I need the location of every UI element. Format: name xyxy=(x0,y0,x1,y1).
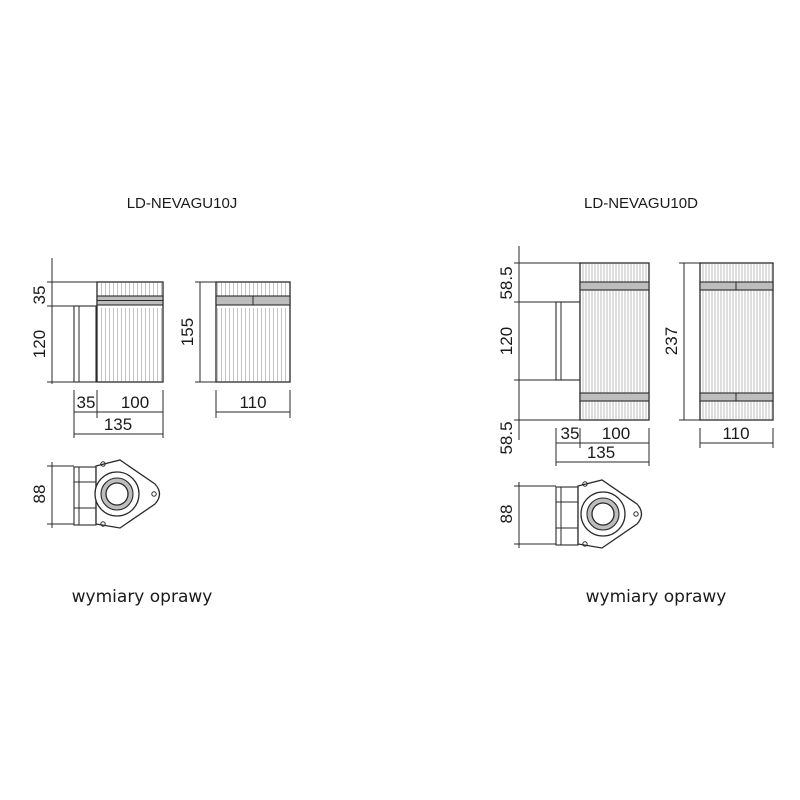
left-dim-side-width: 110 xyxy=(239,393,266,412)
left-plan-view xyxy=(73,459,161,529)
right-dim-overall-width: 135 xyxy=(587,443,615,462)
left-plan-plate xyxy=(73,466,97,526)
left-dim-mount-depth: 35 xyxy=(77,393,96,412)
right-model-title: LD-NEVAGU10D xyxy=(584,195,698,212)
right-bottom-glass-band xyxy=(579,392,650,402)
right-dim-body-width: 100 xyxy=(602,424,630,443)
right-dimensions: 58.5 120 58.5 237 35 100 135 110 88 xyxy=(497,246,774,548)
right-dim-bottom: 58.5 xyxy=(497,421,516,454)
right-dim-middle: 120 xyxy=(497,327,516,355)
right-top-glass-band xyxy=(579,281,650,291)
left-dim-total-height: 155 xyxy=(178,318,197,346)
left-dim-overall-width: 135 xyxy=(104,415,132,434)
left-caption: wymiary oprawy xyxy=(72,587,213,607)
left-model-title: LD-NEVAGU10J xyxy=(127,195,238,212)
right-dim-side-width: 110 xyxy=(722,424,749,443)
right-front-view xyxy=(555,262,650,421)
right-drawing: LD-NEVAGU10D xyxy=(497,195,774,607)
right-plan-view xyxy=(555,479,643,549)
left-body-ribs xyxy=(98,308,162,381)
left-mount-plate xyxy=(73,305,97,383)
left-side-view xyxy=(215,281,291,383)
right-caption: wymiary oprawy xyxy=(586,587,727,607)
right-side-view xyxy=(699,262,774,421)
left-dim-top: 35 xyxy=(30,286,49,305)
left-dim-body-width: 100 xyxy=(121,393,149,412)
right-plan-plate xyxy=(555,486,579,546)
left-dimensions: 35 120 155 35 100 135 110 88 xyxy=(30,258,291,528)
left-dim-plan-depth: 88 xyxy=(30,485,49,504)
right-dim-top: 58.5 xyxy=(497,266,516,299)
right-dim-plan-depth: 88 xyxy=(497,505,516,524)
right-dim-mount-depth: 35 xyxy=(561,424,580,443)
left-drawing: LD-NEVAGU10J xyxy=(30,195,291,607)
right-dim-total-height: 237 xyxy=(662,327,681,355)
left-dim-middle: 120 xyxy=(30,330,49,358)
left-front-view xyxy=(73,281,164,383)
right-mount-plate xyxy=(555,301,581,381)
